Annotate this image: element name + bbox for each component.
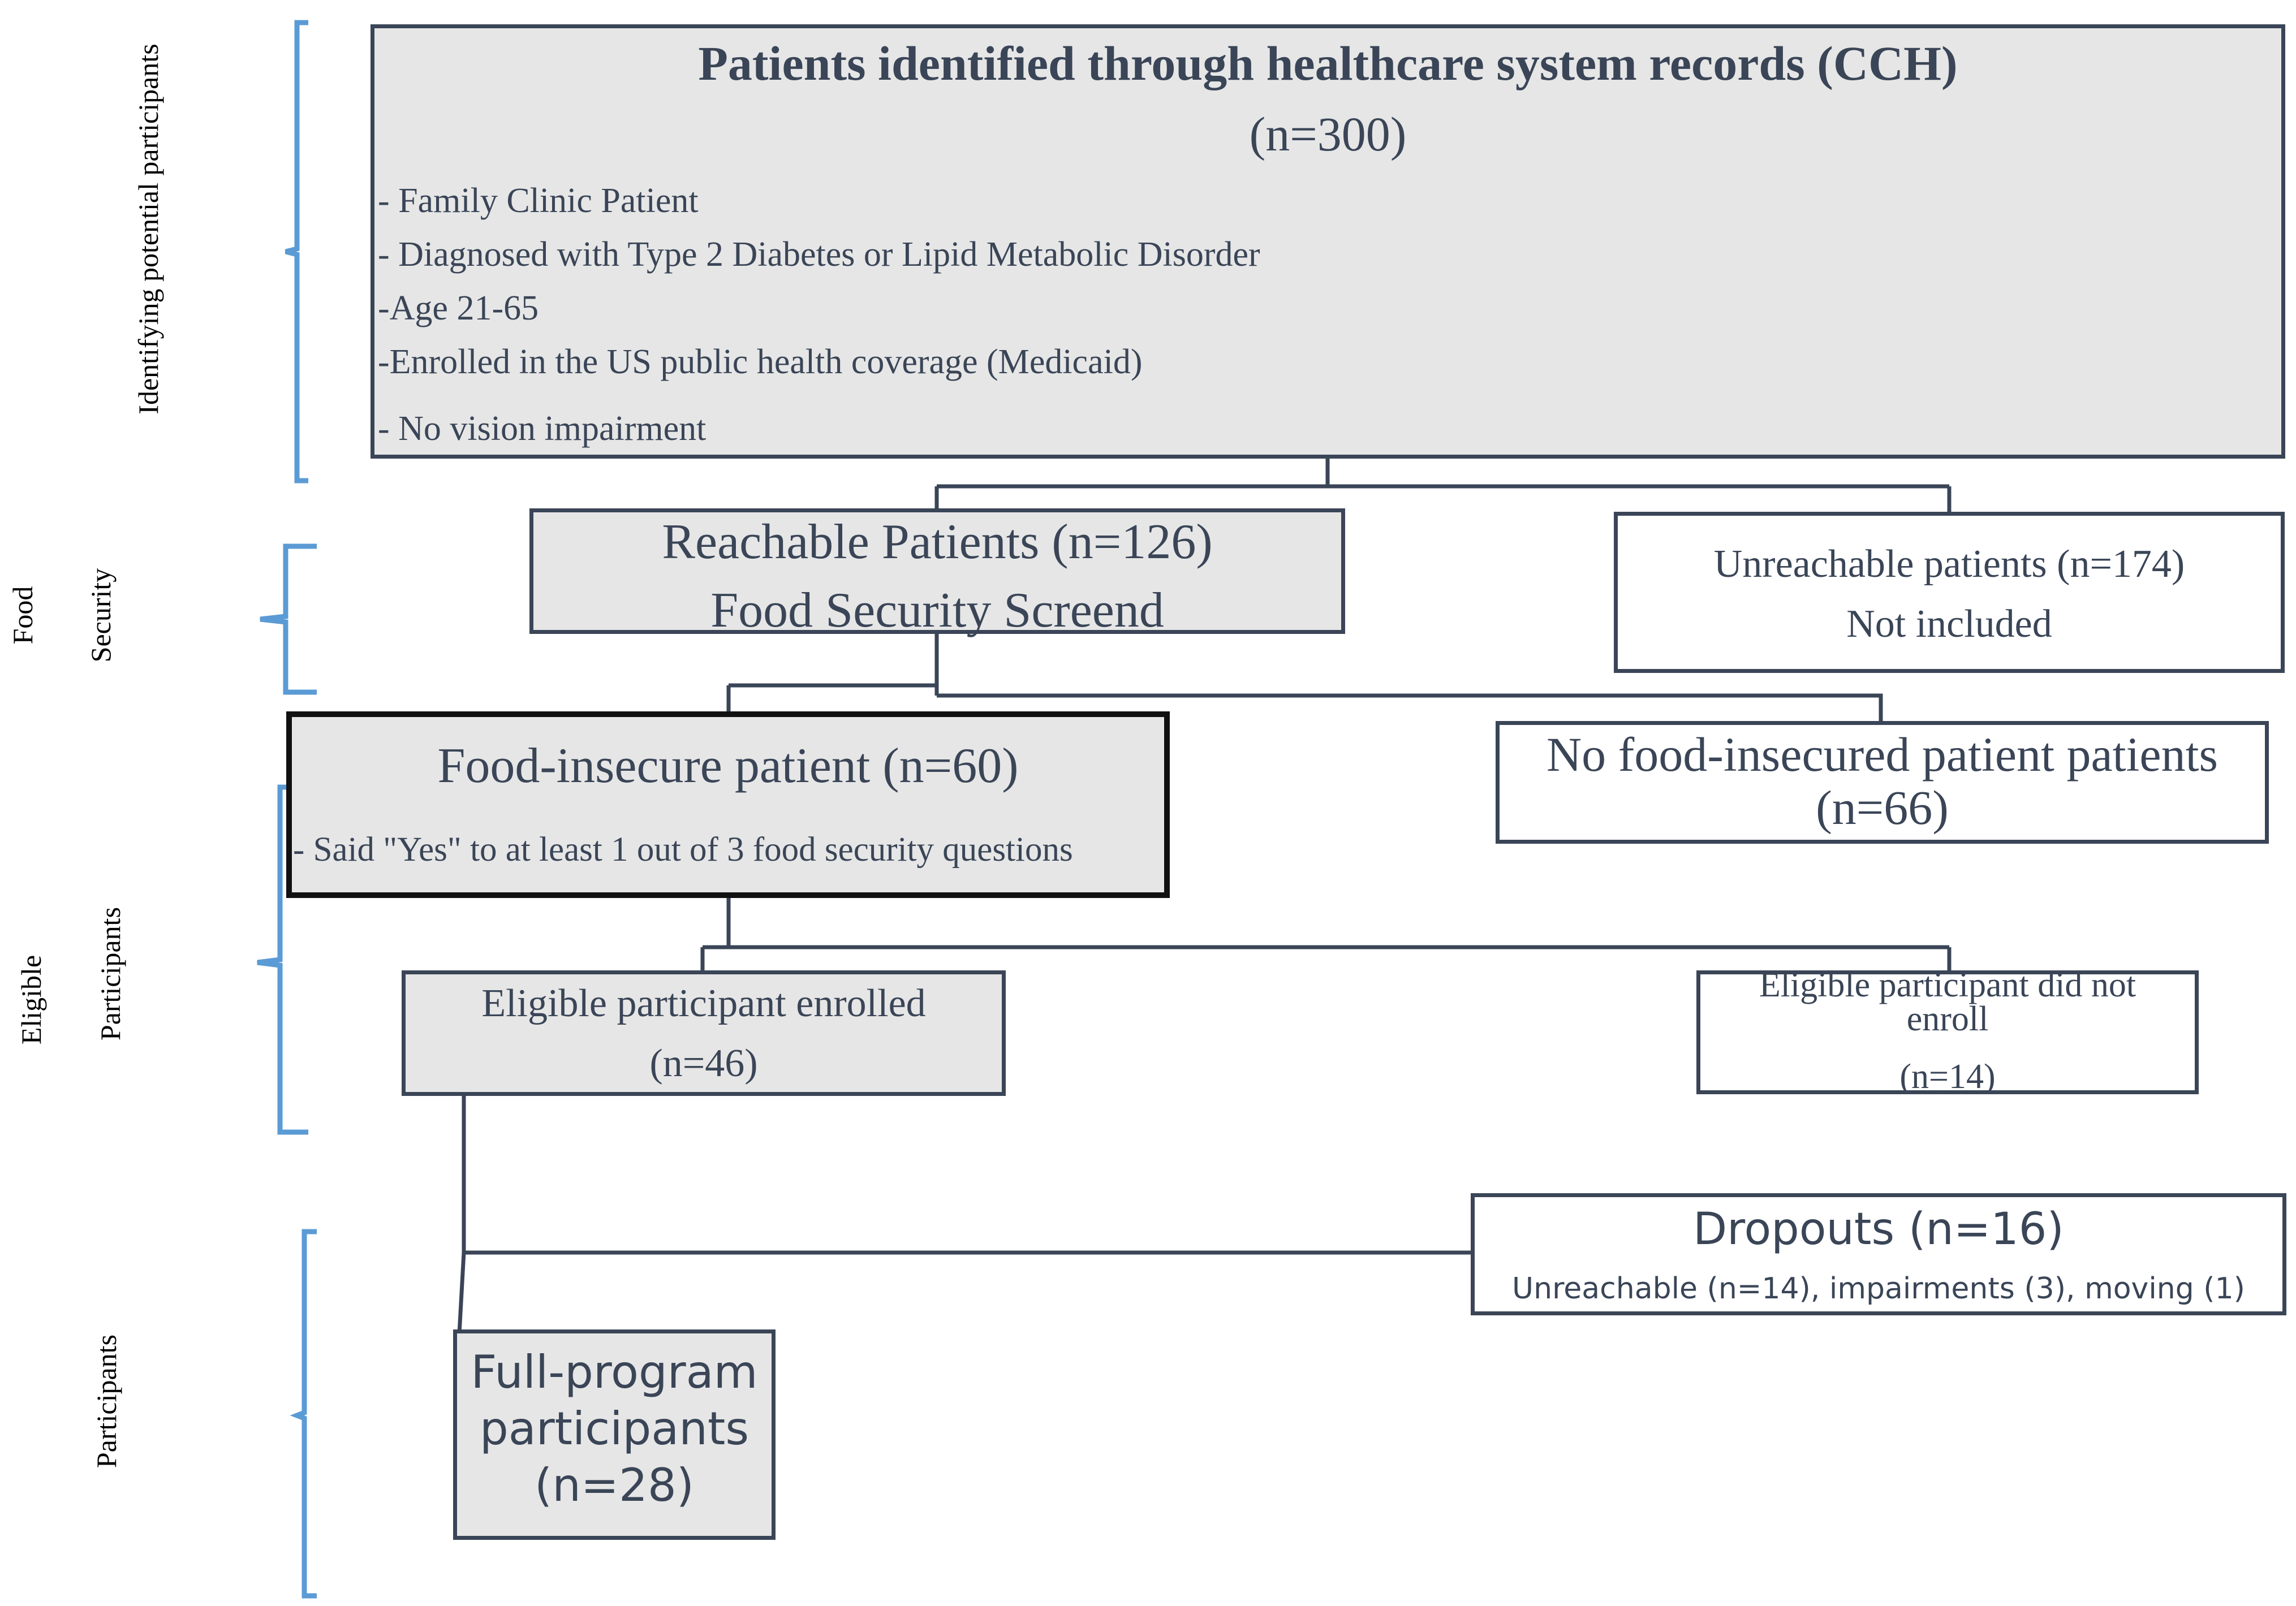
no-food-insecure-count: (n=66) xyxy=(1816,780,1949,835)
full-program-label-2: participants xyxy=(479,1402,749,1455)
food-insecure-box: Food-insecure patient (n=60) - Said "Yes… xyxy=(286,711,1170,898)
reachable-count: Reachable Patients (n=126) xyxy=(662,515,1213,569)
food-insecure-title: Food-insecure patient (n=60) xyxy=(437,739,1019,793)
not-enrolled-label: Eligible participant did not xyxy=(1759,970,2136,1004)
enrolled-count: (n=46) xyxy=(649,1042,758,1085)
connector-enrolled-down xyxy=(457,1094,466,1334)
identified-count: (n=300) xyxy=(1249,107,1407,161)
unreachable-patients-box: Unreachable patients (n=174) Not include… xyxy=(1614,512,2285,673)
dropouts-title: Dropouts (n=16) xyxy=(1693,1204,2064,1255)
full-program-box: Full-program participants (n=28) xyxy=(453,1329,776,1540)
not-enrolled-box: Eligible participant did not enroll (n=1… xyxy=(1696,970,2199,1094)
reachable-patients-box: Reachable Patients (n=126) Food Security… xyxy=(529,508,1345,638)
dropouts-box: Dropouts (n=16) Unreachable (n=14), impa… xyxy=(1471,1193,2286,1315)
criteria-item: -Age 21-65 xyxy=(378,289,539,327)
stage-label-participants: Participants xyxy=(91,1334,122,1469)
connector-reachable-split xyxy=(726,632,1883,723)
unreachable-status: Not included xyxy=(1846,602,2052,646)
stage-label-eligible-participants: Participants xyxy=(94,906,126,1041)
not-enrolled-label-2: enroll xyxy=(1906,1000,1989,1038)
enrolled-box: Eligible participant enrolled (n=46) xyxy=(402,970,1006,1096)
identified-title: Patients identified through healthcare s… xyxy=(698,36,1958,90)
no-food-insecure-box: No food-insecured patient patients (n=66… xyxy=(1496,721,2269,844)
connector-insecure-split xyxy=(700,896,1952,972)
criteria-item: -Enrolled in the US public health covera… xyxy=(378,343,1143,381)
bracket-eligible xyxy=(257,784,308,1135)
stage-brackets xyxy=(257,20,317,1599)
dropouts-detail: Unreachable (n=14), impairments (3), mov… xyxy=(1512,1272,2245,1306)
bracket-participants xyxy=(290,1229,317,1599)
connectors xyxy=(457,457,1952,1334)
unreachable-count: Unreachable patients (n=174) xyxy=(1713,542,2185,586)
stage-label-security: Security xyxy=(85,568,117,663)
no-food-insecure-title: No food-insecured patient patients xyxy=(1547,727,2218,782)
bracket-identifying xyxy=(285,20,308,483)
identified-patients-box: Patients identified through healthcare s… xyxy=(371,24,2285,459)
criteria-item: - Diagnosed with Type 2 Diabetes or Lipi… xyxy=(378,235,1260,274)
stage-label-food: Food xyxy=(7,586,38,645)
reachable-screened: Food Security Screend xyxy=(710,583,1164,638)
criteria-item: - No vision impairment xyxy=(378,409,707,448)
stage-label-eligible: Eligible xyxy=(15,955,47,1045)
connector-identified-split xyxy=(934,457,1952,513)
bracket-food-security xyxy=(260,543,317,695)
full-program-count: (n=28) xyxy=(535,1459,694,1512)
not-enrolled-count: (n=14) xyxy=(1899,1057,1996,1094)
enrolled-label: Eligible participant enrolled xyxy=(481,982,926,1025)
stage-label-identifying: Identifying potential participants xyxy=(132,44,164,415)
criteria-item: - Family Clinic Patient xyxy=(378,182,699,220)
full-program-label: Full-program xyxy=(471,1346,758,1398)
food-insecure-note: - Said "Yes" to at least 1 out of 3 food… xyxy=(293,831,1073,869)
